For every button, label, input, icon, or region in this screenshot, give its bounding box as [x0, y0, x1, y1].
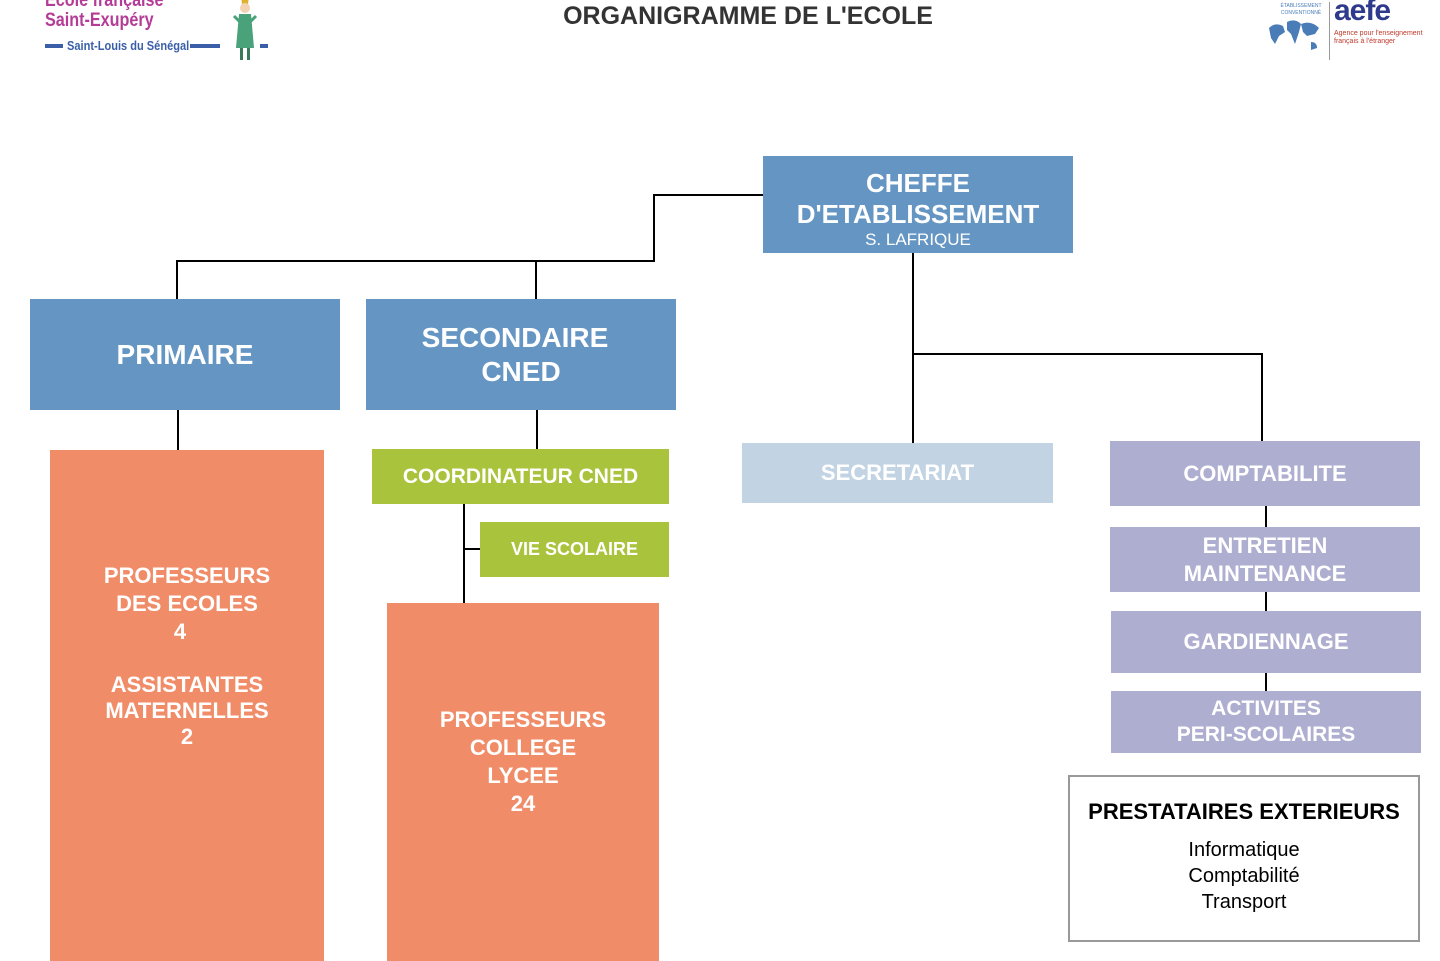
secretariat-label: SECRETARIAT — [820, 460, 975, 485]
vie-scolaire-box: VIE SCOLAIRE — [480, 522, 669, 577]
connector — [653, 194, 655, 262]
world-map-icon — [1269, 20, 1319, 50]
secondaire-box: SECONDAIRE CNED — [366, 299, 676, 410]
vie-scolaire-label: VIE SCOLAIRE — [510, 539, 639, 559]
connector — [1261, 353, 1263, 441]
connector — [176, 260, 178, 300]
logo-line-3: Saint-Louis du Sénégal — [67, 38, 190, 53]
little-prince-icon — [232, 0, 258, 60]
logo-line-2: Saint-Exupéry — [45, 10, 154, 31]
aefe-brand: aefe — [1334, 0, 1391, 27]
comptabilite-label: COMPTABILITE — [1183, 460, 1347, 486]
staff-line-3: ASSISTANTES — [110, 671, 264, 697]
staff-line-4: MATERNELLES — [105, 697, 269, 723]
aefe-tagline: Agence pour l'enseignement français à l'… — [1334, 30, 1423, 45]
connector — [912, 252, 914, 444]
logo-dash — [260, 44, 268, 48]
entretien-line-1: ENTRETIEN — [1202, 532, 1328, 558]
staff-line-2: DES ECOLES — [116, 590, 258, 616]
primaire-box: PRIMAIRE — [30, 299, 340, 410]
prestataires-title: PRESTATAIRES EXTERIEURS — [1088, 799, 1400, 824]
prestataire-item: Transport — [1201, 891, 1287, 913]
head-name: S. LAFRIQUE — [865, 229, 971, 249]
primaire-label: PRIMAIRE — [116, 338, 254, 370]
primaire-staff-box: PROFESSEURS DES ECOLES 4 ASSISTANTES MAT… — [50, 450, 324, 961]
head-title: CHEFFE D'ETABLISSEMENT — [796, 167, 1040, 229]
connector — [653, 194, 765, 196]
logo-line-1: Ecole française — [45, 0, 164, 11]
school-logo: Ecole française Saint-Exupéry Saint-Loui… — [45, 0, 285, 64]
prestataire-item: Comptabilité — [1188, 865, 1300, 887]
comptabilite-box: COMPTABILITE — [1110, 441, 1420, 506]
sec-staff-line-2: COLLEGE — [469, 735, 577, 760]
spacer — [1070, 825, 1418, 837]
aefe-badge: ÉTABLISSEMENT CONVENTIONNÉ — [1280, 3, 1322, 16]
head-of-school-box: CHEFFE D'ETABLISSEMENT S. LAFRIQUE — [763, 156, 1073, 253]
connector — [463, 503, 465, 603]
secondaire-line-1: SECONDAIRE — [421, 321, 609, 353]
coordinateur-label: COORDINATEUR CNED — [402, 464, 639, 488]
page-title: ORGANIGRAMME DE L'ECOLE — [563, 2, 933, 30]
secretariat-box: SECRETARIAT — [742, 443, 1053, 503]
sec-staff-line-1: PROFESSEURS — [439, 707, 607, 732]
connector — [176, 260, 655, 262]
activites-line-1: ACTIVITES — [1211, 697, 1321, 720]
secondaire-line-2: CNED — [481, 355, 561, 387]
prestataires-box: PRESTATAIRES EXTERIEURS Informatique Com… — [1068, 775, 1420, 942]
activites-line-2: PERI-SCOLAIRES — [1176, 723, 1356, 746]
entretien-line-2: MAINTENANCE — [1183, 560, 1347, 586]
connector — [536, 410, 538, 450]
connector — [535, 260, 537, 300]
gardiennage-box: GARDIENNAGE — [1111, 611, 1421, 673]
secondaire-staff-box: PROFESSEURS COLLEGE LYCEE 24 — [387, 603, 659, 961]
staff-count-2: 2 — [180, 723, 194, 749]
logo-dash — [190, 44, 220, 48]
connector — [1265, 591, 1267, 611]
sec-staff-line-3: LYCEE — [487, 763, 559, 788]
staff-count-1: 4 — [173, 618, 187, 644]
coordinateur-box: COORDINATEUR CNED — [372, 449, 669, 504]
gardiennage-label: GARDIENNAGE — [1183, 629, 1349, 654]
connector — [463, 548, 481, 550]
connector — [177, 410, 179, 451]
entretien-box: ENTRETIEN MAINTENANCE — [1110, 527, 1420, 592]
prestataire-item: Informatique — [1188, 839, 1300, 861]
connector — [1265, 672, 1267, 691]
logo-divider — [1329, 2, 1330, 60]
sec-staff-count: 24 — [510, 791, 536, 816]
logo-dash — [45, 44, 63, 48]
staff-line-1: PROFESSEURS — [103, 562, 271, 588]
activites-box: ACTIVITES PERI-SCOLAIRES — [1111, 691, 1421, 753]
connector — [1265, 505, 1267, 528]
aefe-logo: ÉTABLISSEMENT CONVENTIONNÉ aefe Agence p… — [1265, 0, 1425, 62]
connector — [912, 353, 1263, 355]
